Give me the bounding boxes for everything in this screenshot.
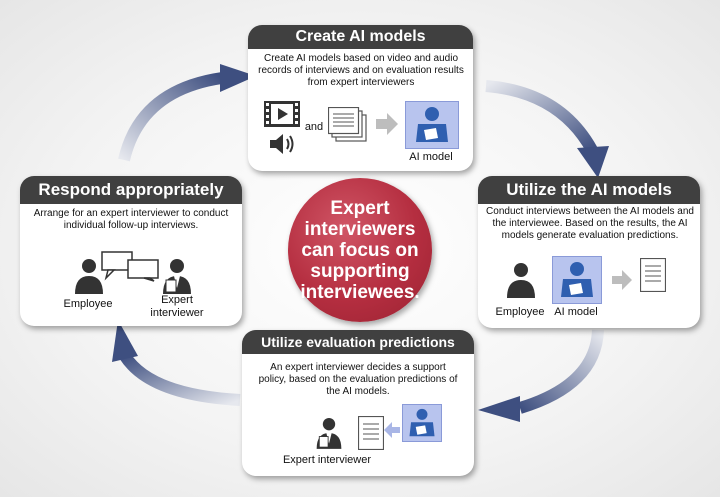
person-icon — [75, 259, 103, 294]
left-arrow-icon — [384, 422, 400, 438]
and-label: and — [304, 121, 324, 133]
cycle-arrowhead-top-right — [577, 146, 609, 178]
ai-model-label: AI model — [409, 151, 453, 163]
cycle-arrow-top-left — [118, 72, 223, 162]
card-description: Create AI models based on video and audi… — [258, 53, 464, 88]
person-icon — [507, 263, 535, 298]
card-description: Arrange for an expert interviewer to con… — [33, 208, 229, 231]
card-title: Create AI models — [248, 25, 473, 49]
cycle-arrowhead-bottom-left — [112, 320, 138, 362]
right-arrow-icon — [612, 270, 632, 290]
center-message-text: Expert interviewers can focus on support… — [300, 197, 420, 303]
expert-interviewer-label: Expert interviewer — [282, 454, 372, 466]
video-icon — [264, 101, 300, 127]
ai-model-label: AI model — [554, 306, 598, 318]
document-stack-icon — [328, 107, 367, 142]
cycle-arrowhead-bottom-right — [478, 396, 520, 422]
card-utilize-evaluation-predictions: Utilize evaluation predictions An expert… — [242, 330, 474, 476]
card-utilize-ai-models: Utilize the AI models Conduct interviews… — [478, 176, 700, 328]
cycle-arrow-bottom-left — [119, 352, 241, 406]
speech-bubble-icon — [101, 251, 159, 282]
ai-model-icon — [402, 404, 442, 442]
card-title: Utilize evaluation predictions — [242, 330, 474, 354]
expert-interviewer-label: Expert interviewer — [150, 294, 204, 319]
center-message-circle: Expert interviewers can focus on support… — [288, 178, 432, 322]
expert-person-icon — [163, 259, 191, 294]
cycle-arrow-top-right — [485, 80, 598, 153]
card-title: Utilize the AI models — [478, 176, 700, 204]
cycle-arrowhead-top-left — [220, 64, 256, 92]
ai-model-icon — [405, 101, 459, 149]
cycle-arrow-bottom-right — [518, 329, 604, 414]
employee-label: Employee — [495, 306, 545, 318]
card-title: Respond appropriately — [20, 176, 242, 204]
employee-label: Employee — [63, 298, 113, 310]
ai-model-icon — [552, 256, 602, 304]
card-create-ai-models: Create AI models Create AI models based … — [248, 25, 473, 171]
document-icon — [358, 416, 384, 450]
card-description: An expert interviewer decides a support … — [258, 362, 458, 397]
document-icon — [640, 258, 666, 292]
card-respond-appropriately: Respond appropriately Arrange for an exp… — [20, 176, 242, 326]
right-arrow-icon — [376, 113, 398, 135]
speaker-icon — [270, 134, 294, 154]
card-description: Conduct interviews between the AI models… — [486, 206, 694, 241]
expert-person-icon — [316, 418, 342, 449]
